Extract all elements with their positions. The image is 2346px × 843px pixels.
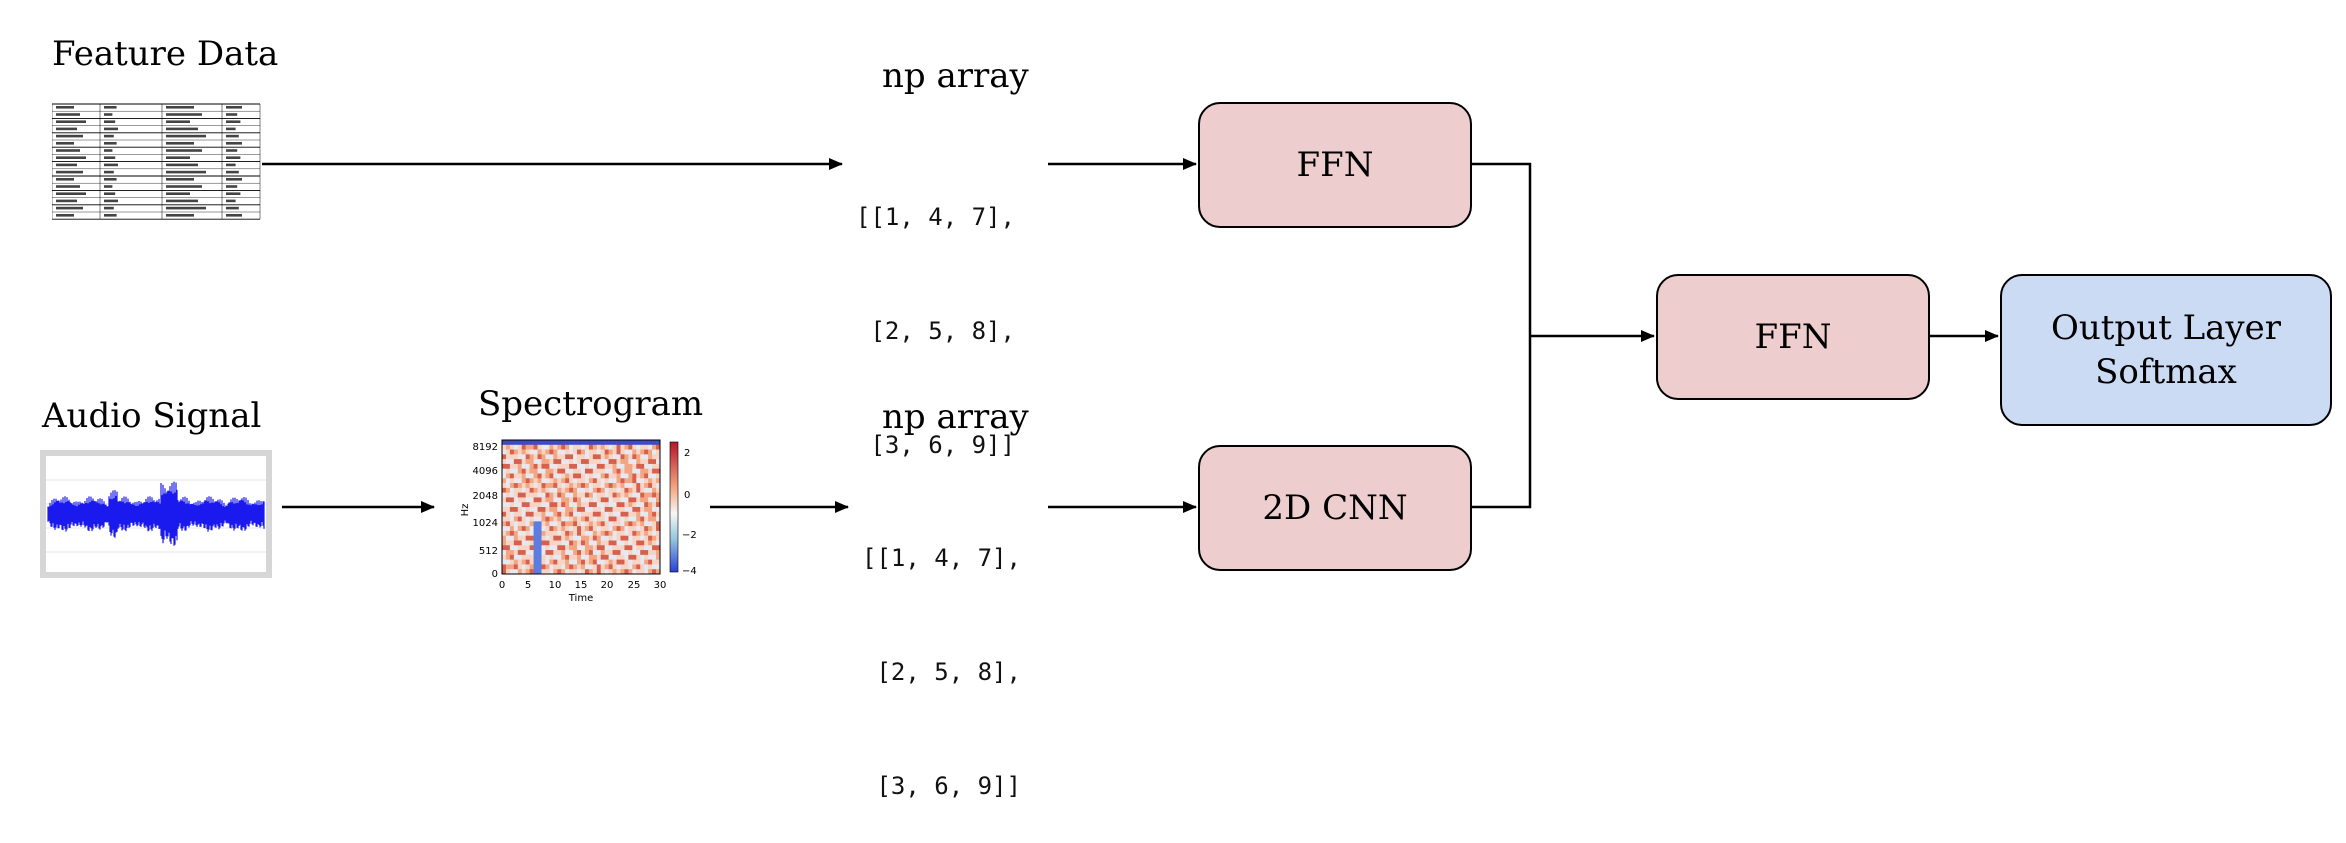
np-array-top-label: np array — [882, 56, 1029, 96]
array-row: [2, 5, 8], — [862, 658, 1021, 686]
spec-xtick: 10 — [549, 580, 562, 591]
ffn-top-label: FFN — [1296, 145, 1374, 185]
audio-signal-label: Audio Signal — [42, 396, 262, 436]
spec-xtick: 25 — [628, 580, 641, 591]
audio-waveform-thumbnail — [40, 450, 272, 578]
spectrogram-thumbnail: 8192 4096 2048 1024 512 0 Hz 0 5 10 15 2… — [460, 439, 697, 604]
spec-ytick: 0 — [492, 569, 498, 580]
colorbar-tick: −4 — [682, 566, 697, 577]
np-array-bottom-label: np array — [882, 397, 1029, 437]
colorbar-tick: 2 — [684, 448, 690, 459]
spec-xtick: 0 — [499, 580, 505, 591]
output-layer-label: Output Layer — [2051, 308, 2281, 348]
array-row: [[1, 4, 7], — [862, 544, 1021, 572]
spec-ytick: 8192 — [473, 442, 498, 453]
spectrogram-label: Spectrogram — [478, 384, 704, 424]
ffn-merge-block: FFN — [1656, 274, 1930, 400]
spec-xtick: 30 — [654, 580, 667, 591]
colorbar-tick: −2 — [682, 530, 697, 541]
np-array-top: [[1, 4, 7], [2, 5, 8], [3, 6, 9]] — [856, 122, 1015, 502]
connector-lines — [262, 158, 1999, 513]
ffn-merge-label: FFN — [1754, 317, 1832, 357]
array-row: [3, 6, 9]] — [862, 772, 1021, 800]
spec-xaxis-label: Time — [568, 593, 593, 604]
output-layer-block: Output Layer Softmax — [2000, 274, 2332, 426]
spec-xtick: 5 — [525, 580, 531, 591]
colorbar-tick: 0 — [684, 490, 690, 501]
array-row: [2, 5, 8], — [856, 317, 1015, 345]
spec-ytick: 512 — [479, 546, 498, 557]
cnn-label: 2D CNN — [1262, 488, 1408, 528]
spec-yaxis-label: Hz — [460, 504, 471, 517]
spec-ytick: 4096 — [473, 466, 498, 477]
connector-ffn-merge — [1472, 162, 1532, 509]
waveform-trace — [47, 481, 265, 546]
array-row: [[1, 4, 7], — [856, 203, 1015, 231]
spec-ytick: 2048 — [473, 491, 498, 502]
softmax-label: Softmax — [2095, 352, 2237, 392]
spec-xtick: 15 — [575, 580, 588, 591]
array-row: [3, 6, 9]] — [856, 431, 1015, 459]
spec-xtick: 20 — [601, 580, 614, 591]
cnn-block: 2D CNN — [1198, 445, 1472, 571]
feature-data-label: Feature Data — [52, 34, 279, 74]
spec-ytick: 1024 — [473, 518, 498, 529]
ffn-top-block: FFN — [1198, 102, 1472, 228]
feature-data-table-thumbnail — [52, 102, 261, 224]
